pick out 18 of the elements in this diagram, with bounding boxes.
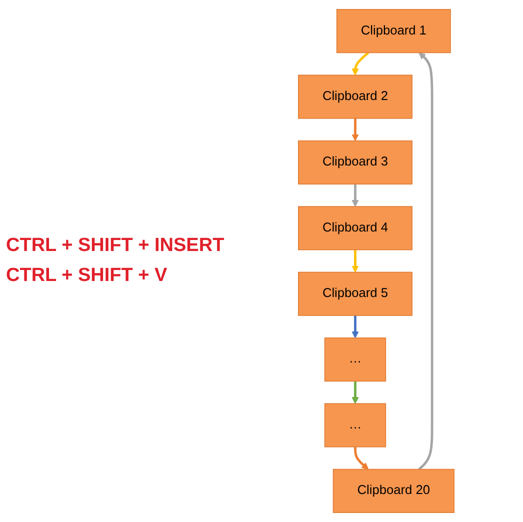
arrow bbox=[352, 381, 360, 404]
shortcut-text: CTRL + SHIFT + INSERT bbox=[6, 235, 224, 257]
arrow bbox=[352, 315, 360, 338]
node-box: Clipboard 3 bbox=[298, 140, 413, 184]
arrow bbox=[352, 184, 360, 207]
arrow bbox=[352, 52, 370, 76]
node-box: Clipboard 2 bbox=[298, 74, 413, 119]
node-box: … bbox=[324, 403, 386, 448]
node-box: Clipboard 1 bbox=[336, 9, 452, 54]
node-box: … bbox=[324, 338, 386, 382]
arrow bbox=[354, 446, 369, 470]
shortcut-text: CTRL + SHIFT + V bbox=[6, 265, 168, 287]
arrow bbox=[352, 118, 360, 142]
arrow bbox=[352, 250, 360, 273]
node-box: Clipboard 5 bbox=[298, 272, 413, 316]
node-box: Clipboard 20 bbox=[333, 468, 455, 513]
node-box: Clipboard 4 bbox=[298, 206, 413, 250]
arrow bbox=[418, 52, 434, 470]
